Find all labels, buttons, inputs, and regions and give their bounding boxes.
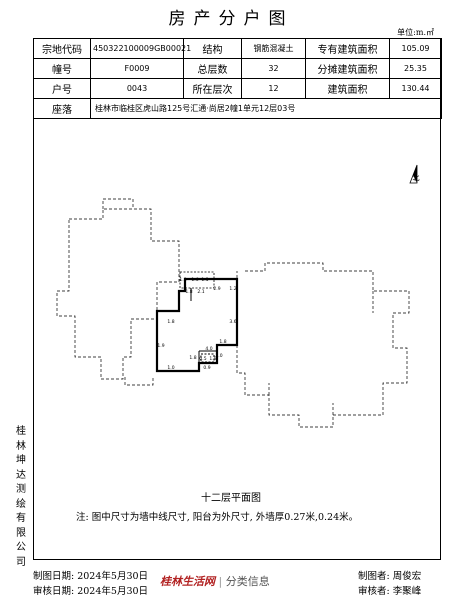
value-building-no: F0009: [90, 58, 184, 79]
plan-note: 注: 图中尺寸为墙中线尺寸, 阳台为外尺寸, 外墙厚0.27米,0.24米。: [76, 512, 359, 523]
drafter: 制图者: 周俊宏: [358, 571, 422, 582]
value-shared-area: 25.35: [389, 58, 442, 79]
info-row-address: 座落 桂林市临桂区虎山路125号汇通·尚居2幢1单元12层03号: [33, 98, 442, 119]
label-parcel-code: 宗地代码: [33, 38, 91, 59]
draw-date: 制图日期: 2024年5月30日: [33, 571, 149, 582]
value-unit-no: 0043: [90, 78, 184, 99]
value-total-floors: 32: [241, 58, 306, 79]
north-arrow: 北: [409, 164, 420, 184]
dim-label: 2.1: [197, 289, 204, 295]
dim-label: 1.9: [157, 343, 164, 349]
label-structure: 结构: [183, 38, 242, 59]
floor-plan: 北 1.8 1.6 1.5 1.8 2.1 2.9 1.2 1.8 3.6 1.…: [56, 164, 420, 428]
value-parcel-code: 450322100009GB00021: [90, 38, 191, 59]
dim-label: 1.2: [229, 286, 236, 292]
unit-label: 单位:m.㎡: [397, 28, 434, 37]
dim-label: 1.5: [201, 277, 208, 283]
value-floor: 12: [241, 78, 306, 99]
watermark-text: 分类信息: [225, 575, 270, 588]
info-row-1: 宗地代码 450322100009GB00021 结构 钢筋混凝土 专有建筑面积…: [33, 38, 442, 59]
check-date: 审核日期: 2024年5月30日: [33, 586, 149, 597]
info-row-2: 幢号 F0009 总层数 32 分摊建筑面积 25.35: [33, 58, 442, 79]
dim-label: 1.0: [215, 353, 222, 359]
dim-label: 1.8: [219, 339, 226, 345]
dim-label: 4.0: [205, 346, 212, 352]
label-shared-area: 分摊建筑面积: [305, 58, 390, 79]
neighbor-right: [236, 262, 410, 428]
unit-outline: [155, 277, 239, 373]
dim-label: 3.6: [229, 319, 236, 325]
value-exclusive-area: 105.09: [389, 38, 442, 59]
info-row-3: 户号 0043 所在层次 12 建筑面积 130.44: [33, 78, 442, 99]
label-address: 座落: [33, 98, 91, 119]
dim-label: 0.9: [203, 365, 210, 371]
dim-label: 2.9: [213, 286, 220, 292]
document-title: 房产分户图: [168, 9, 294, 29]
watermark-brand: 桂林生活网: [160, 575, 215, 588]
value-structure: 钢筋混凝土: [241, 38, 306, 59]
dim-label: 1.8: [185, 289, 192, 295]
unit-inner-walls: [190, 288, 217, 363]
label-building-no: 幢号: [33, 58, 91, 79]
dim-label: 1.8: [179, 277, 186, 283]
dim-label: 0.5: [199, 356, 206, 362]
label-unit-no: 户号: [33, 78, 91, 99]
label-building-area: 建筑面积: [305, 78, 390, 99]
company-vertical-text: 桂 林 坤 达 测 绘 有 限 公 司: [16, 426, 26, 568]
dim-label: 1.8: [167, 319, 174, 325]
watermark-separator: |: [218, 575, 223, 588]
watermark: 桂林生活网 | 分类信息: [160, 573, 270, 589]
dim-label: 1.8: [209, 356, 216, 362]
value-address: 桂林市临桂区虎山路125号汇通·尚居2幢1单元12层03号: [90, 98, 442, 119]
label-exclusive-area: 专有建筑面积: [305, 38, 390, 59]
dim-label: 1.0: [167, 365, 174, 371]
value-building-area: 130.44: [389, 78, 442, 99]
dim-label: 1.6: [191, 277, 198, 283]
dim-label: 1.8: [189, 355, 196, 361]
label-floor: 所在层次: [183, 78, 242, 99]
plan-title: 十二层平面图: [201, 493, 261, 504]
info-table: 宗地代码 450322100009GB00021 结构 钢筋混凝土 专有建筑面积…: [33, 38, 442, 119]
balcony-top: [179, 271, 215, 289]
checker: 审核者: 李聚峰: [358, 586, 422, 597]
neighbor-left: [56, 198, 180, 386]
label-total-floors: 总层数: [183, 58, 242, 79]
